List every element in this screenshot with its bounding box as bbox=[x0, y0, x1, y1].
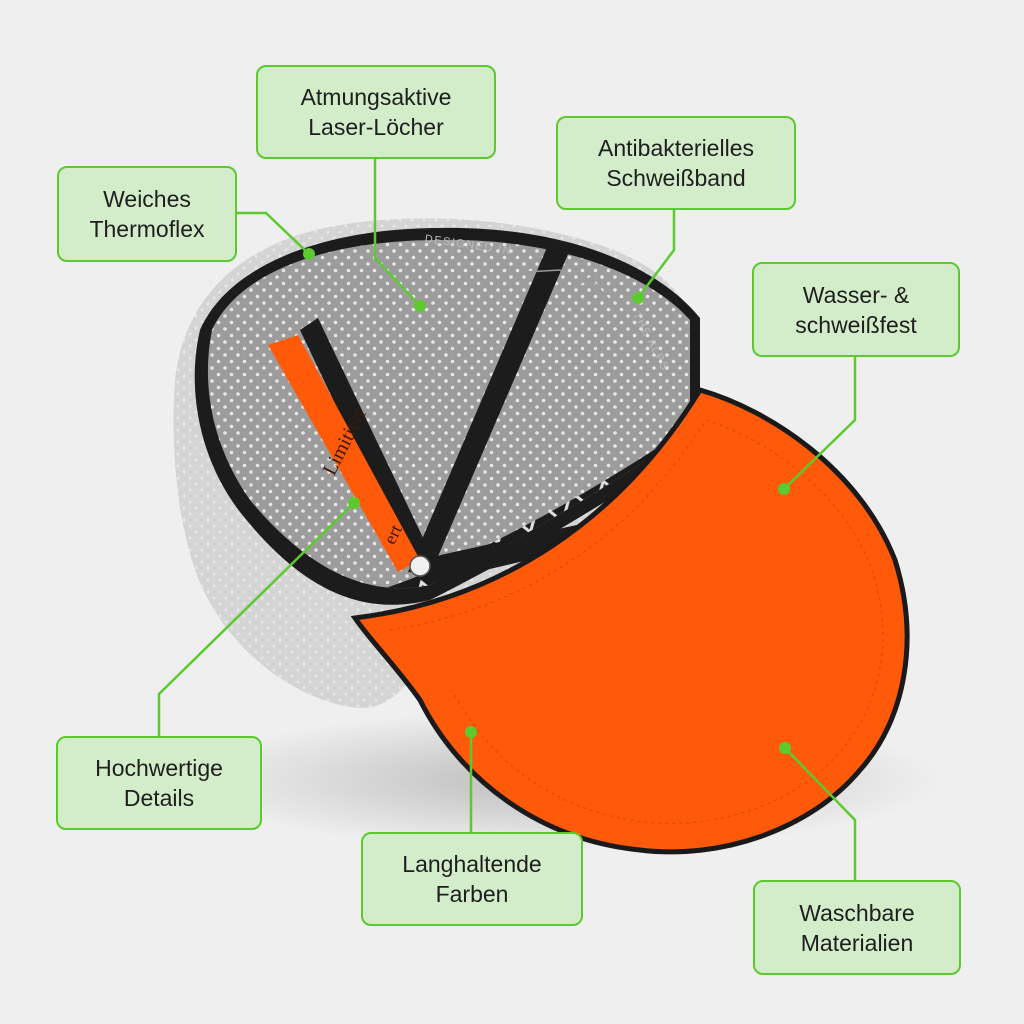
seam-tape-vertical bbox=[408, 245, 572, 575]
callout-line: Waschbare bbox=[799, 899, 915, 926]
seam-tape-diagonal bbox=[300, 318, 436, 578]
callout-line: Schweißband bbox=[606, 165, 746, 191]
leader-lines bbox=[157, 159, 857, 880]
cap-top-button bbox=[409, 555, 431, 577]
callout-waterproof: Wasser- & schweißfest bbox=[752, 262, 960, 357]
callout-line: Materialien bbox=[800, 929, 914, 956]
callout-details: Hochwertige Details bbox=[56, 736, 262, 830]
callout-sweatband: Antibakterielles Schweißband bbox=[556, 116, 796, 210]
mountain-icon bbox=[524, 269, 619, 311]
callout-line: Langhaltende bbox=[402, 851, 542, 877]
cap-brim bbox=[350, 387, 910, 855]
callout-line: Wasser- & bbox=[802, 281, 910, 308]
callout-line: Hochwertige bbox=[95, 755, 223, 781]
callout-line: Thermoflex bbox=[89, 216, 205, 242]
callout-thermoflex: Weiches Thermoflex bbox=[57, 166, 237, 262]
callout-laser-holes: Atmungsaktive Laser-Löcher bbox=[256, 65, 496, 159]
laser-holes-pattern bbox=[207, 239, 690, 589]
orange-strap bbox=[268, 335, 420, 572]
callout-line: Laser-Löcher bbox=[308, 114, 444, 140]
callout-colors: Langhaltende Farben bbox=[361, 832, 583, 926]
callout-line: Atmungsaktive bbox=[300, 84, 452, 110]
leader-dots bbox=[303, 248, 791, 754]
callout-line: Farben bbox=[435, 881, 509, 907]
callout-washable: Waschbare Materialien bbox=[753, 880, 961, 975]
callout-line: Weiches bbox=[103, 186, 191, 212]
callout-line: Details bbox=[123, 785, 195, 811]
callout-line: Antibakterielles bbox=[598, 135, 754, 161]
callout-line: schweißfest bbox=[795, 311, 917, 338]
